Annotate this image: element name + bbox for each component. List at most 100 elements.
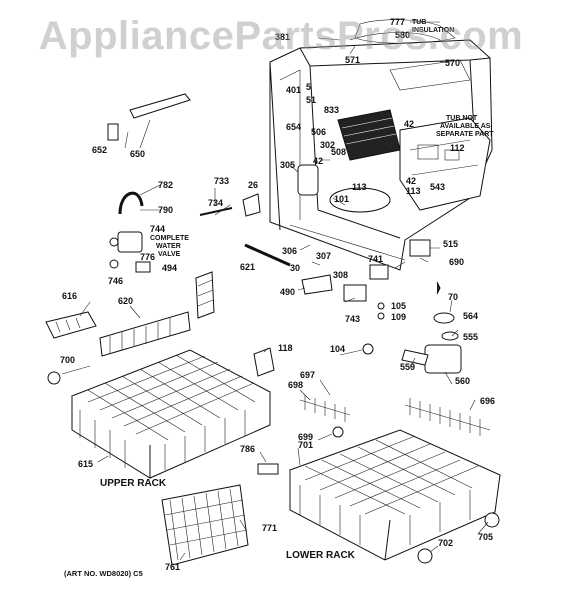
part-746: [109, 259, 119, 269]
note-tub-not-available-1: TUB NOT: [446, 115, 478, 122]
part-743: [343, 284, 367, 302]
pn-571: 571: [345, 55, 360, 65]
pn-833: 833: [324, 105, 339, 115]
note-water-valve-3: VALVE: [158, 251, 181, 258]
pn-777: 777: [390, 17, 405, 27]
part-109: [377, 312, 385, 320]
part-26: [242, 193, 261, 217]
art-number: (ART NO. WD8020) C5: [64, 569, 143, 578]
pn-776: 776: [140, 252, 155, 262]
water-valve: [109, 231, 143, 253]
part-697-tines: [299, 395, 351, 422]
part-30-spray-bar: [244, 243, 291, 267]
pn-741: 741: [368, 254, 383, 264]
part-305: [297, 164, 319, 196]
part-564: [433, 312, 455, 324]
part-650-rail: [129, 93, 191, 119]
upper-rack-drawing: [70, 349, 272, 479]
pn-305: 305: [280, 160, 295, 170]
pn-654: 654: [286, 122, 301, 132]
part-118: [253, 347, 275, 377]
pn-401: 401: [286, 85, 301, 95]
pn-113-a: 113: [352, 182, 367, 192]
pn-42-c: 42: [406, 176, 416, 186]
part-782-hose: [118, 191, 144, 215]
pn-112: 112: [450, 143, 465, 153]
pn-771: 771: [262, 523, 277, 533]
note-tub-insulation-1: TUB: [412, 19, 426, 26]
pn-104: 104: [330, 344, 345, 354]
pn-652: 652: [92, 145, 107, 155]
part-560: [424, 344, 462, 374]
note-tub-not-available-2: AVAILABLE AS: [440, 123, 491, 130]
note-tub-insulation-2: INSULATION: [412, 27, 454, 34]
part-616-tray: [45, 311, 97, 339]
part-105: [377, 302, 385, 310]
detergent-dispenser: [337, 109, 401, 161]
pn-620: 620: [118, 296, 133, 306]
part-702: [417, 548, 433, 564]
part-620-tine-rack: [99, 311, 191, 357]
pn-701: 701: [298, 440, 313, 450]
inner-door-panel: [399, 117, 491, 211]
pn-744: 744: [150, 224, 165, 234]
part-734: [199, 207, 233, 216]
pn-560: 560: [455, 376, 470, 386]
pn-70: 70: [448, 292, 458, 302]
part-696-tines: [404, 398, 491, 436]
part-494: [135, 261, 151, 273]
lower-rack-label: LOWER RACK: [286, 550, 356, 561]
pn-734: 734: [208, 198, 223, 208]
note-water-valve-1: COMPLETE: [150, 235, 189, 242]
pn-101: 101: [334, 194, 349, 204]
part-559: [401, 349, 429, 366]
pn-650: 650: [130, 149, 145, 159]
pn-381: 381: [275, 32, 290, 42]
part-621-tine-row: [195, 271, 215, 319]
part-555: [441, 331, 459, 341]
part-104: [362, 343, 374, 355]
pn-490: 490: [280, 287, 295, 297]
part-70: [436, 281, 441, 295]
pn-5: 5: [306, 82, 311, 92]
pn-786: 786: [240, 444, 255, 454]
pn-699: 699: [298, 432, 313, 442]
pn-308: 308: [333, 270, 348, 280]
note-water-valve-2: WATER: [156, 243, 181, 250]
tub-insulation: [354, 19, 456, 44]
pn-702: 702: [438, 538, 453, 548]
pn-109: 109: [391, 312, 406, 322]
pn-51: 51: [306, 95, 316, 105]
part-652: [107, 123, 119, 141]
pn-698: 698: [288, 380, 303, 390]
pn-105: 105: [391, 301, 406, 311]
pn-570: 570: [445, 58, 460, 68]
pn-42-b: 42: [313, 156, 323, 166]
pn-302: 302: [320, 140, 335, 150]
pn-508: 508: [331, 147, 346, 157]
pn-746: 746: [108, 276, 123, 286]
lower-rack-drawing: [288, 429, 502, 561]
pn-113-b: 113: [406, 186, 421, 196]
pn-306: 306: [282, 246, 297, 256]
pn-690: 690: [449, 257, 464, 267]
pn-543: 543: [430, 182, 445, 192]
pn-697: 697: [300, 370, 315, 380]
pn-705: 705: [478, 532, 493, 542]
part-786: [257, 463, 279, 475]
pn-743: 743: [345, 314, 360, 324]
pn-506: 506: [311, 127, 326, 137]
pn-494: 494: [162, 263, 177, 273]
pn-700: 700: [60, 355, 75, 365]
part-515: [409, 239, 431, 257]
pn-790: 790: [158, 205, 173, 215]
pn-559: 559: [400, 362, 415, 372]
pn-615: 615: [78, 459, 93, 469]
pn-307: 307: [316, 251, 331, 261]
pn-580: 580: [395, 30, 410, 40]
part-699: [332, 426, 344, 438]
pn-555: 555: [463, 332, 478, 342]
note-tub-not-available-3: SEPARATE PART: [436, 131, 494, 138]
